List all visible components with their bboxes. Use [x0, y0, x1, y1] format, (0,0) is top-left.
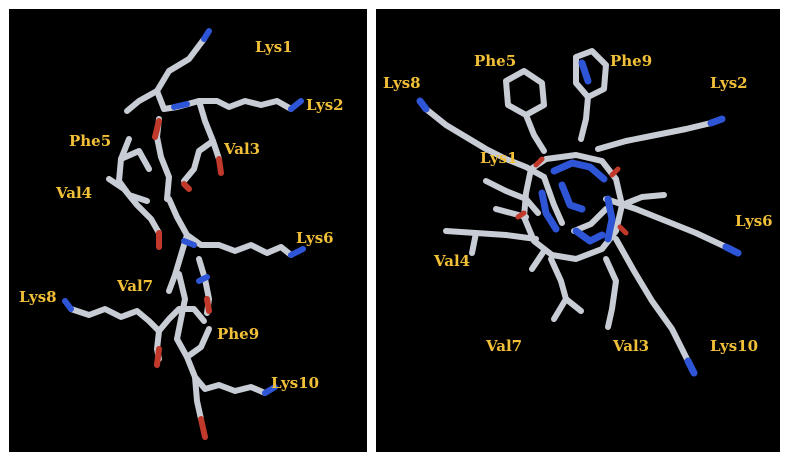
residue-label-lys2: Lys2	[710, 74, 748, 92]
residue-label-lys10: Lys10	[710, 337, 759, 355]
nitrogen-bonds	[416, 59, 742, 377]
residue-label-lys1: Lys1	[480, 149, 518, 167]
residue-label-lys2: Lys2	[306, 96, 344, 114]
residue-label-lys6: Lys6	[735, 212, 773, 230]
top-view-molecule	[416, 48, 742, 377]
residue-label-phe5: Phe5	[474, 52, 517, 70]
nitrogen-bonds	[62, 28, 306, 396]
residue-label-val3: Val3	[224, 140, 261, 158]
oxygen-bonds	[515, 156, 629, 236]
oxygen-bonds	[152, 118, 224, 440]
residue-label-lys1: Lys1	[255, 38, 293, 56]
residue-label-lys6: Lys6	[296, 229, 334, 247]
side-view-molecule	[62, 28, 306, 440]
residue-label-val4: Val4	[434, 252, 471, 270]
top-view-panel: Phe5 Phe9 Lys8 Lys2 Lys1 Lys6 Val4 Val7 …	[376, 9, 780, 452]
residue-label-lys8: Lys8	[19, 288, 57, 306]
side-view-panel: Lys1 Lys2 Phe5 Val3 Val4 Lys6 Lys8 Val7 …	[9, 9, 367, 452]
residue-label-phe9: Phe9	[610, 52, 653, 70]
residue-label-val4: Val4	[56, 184, 93, 202]
carbon-bonds	[68, 36, 294, 422]
residue-label-phe9: Phe9	[217, 325, 260, 343]
residue-label-val7: Val7	[117, 277, 154, 295]
residue-label-val3: Val3	[613, 337, 650, 355]
residue-label-phe5: Phe5	[69, 132, 112, 150]
residue-label-lys10: Lys10	[271, 374, 320, 392]
carbon-bonds	[423, 48, 729, 364]
residue-label-val7: Val7	[486, 337, 523, 355]
residue-label-lys8: Lys8	[383, 74, 421, 92]
